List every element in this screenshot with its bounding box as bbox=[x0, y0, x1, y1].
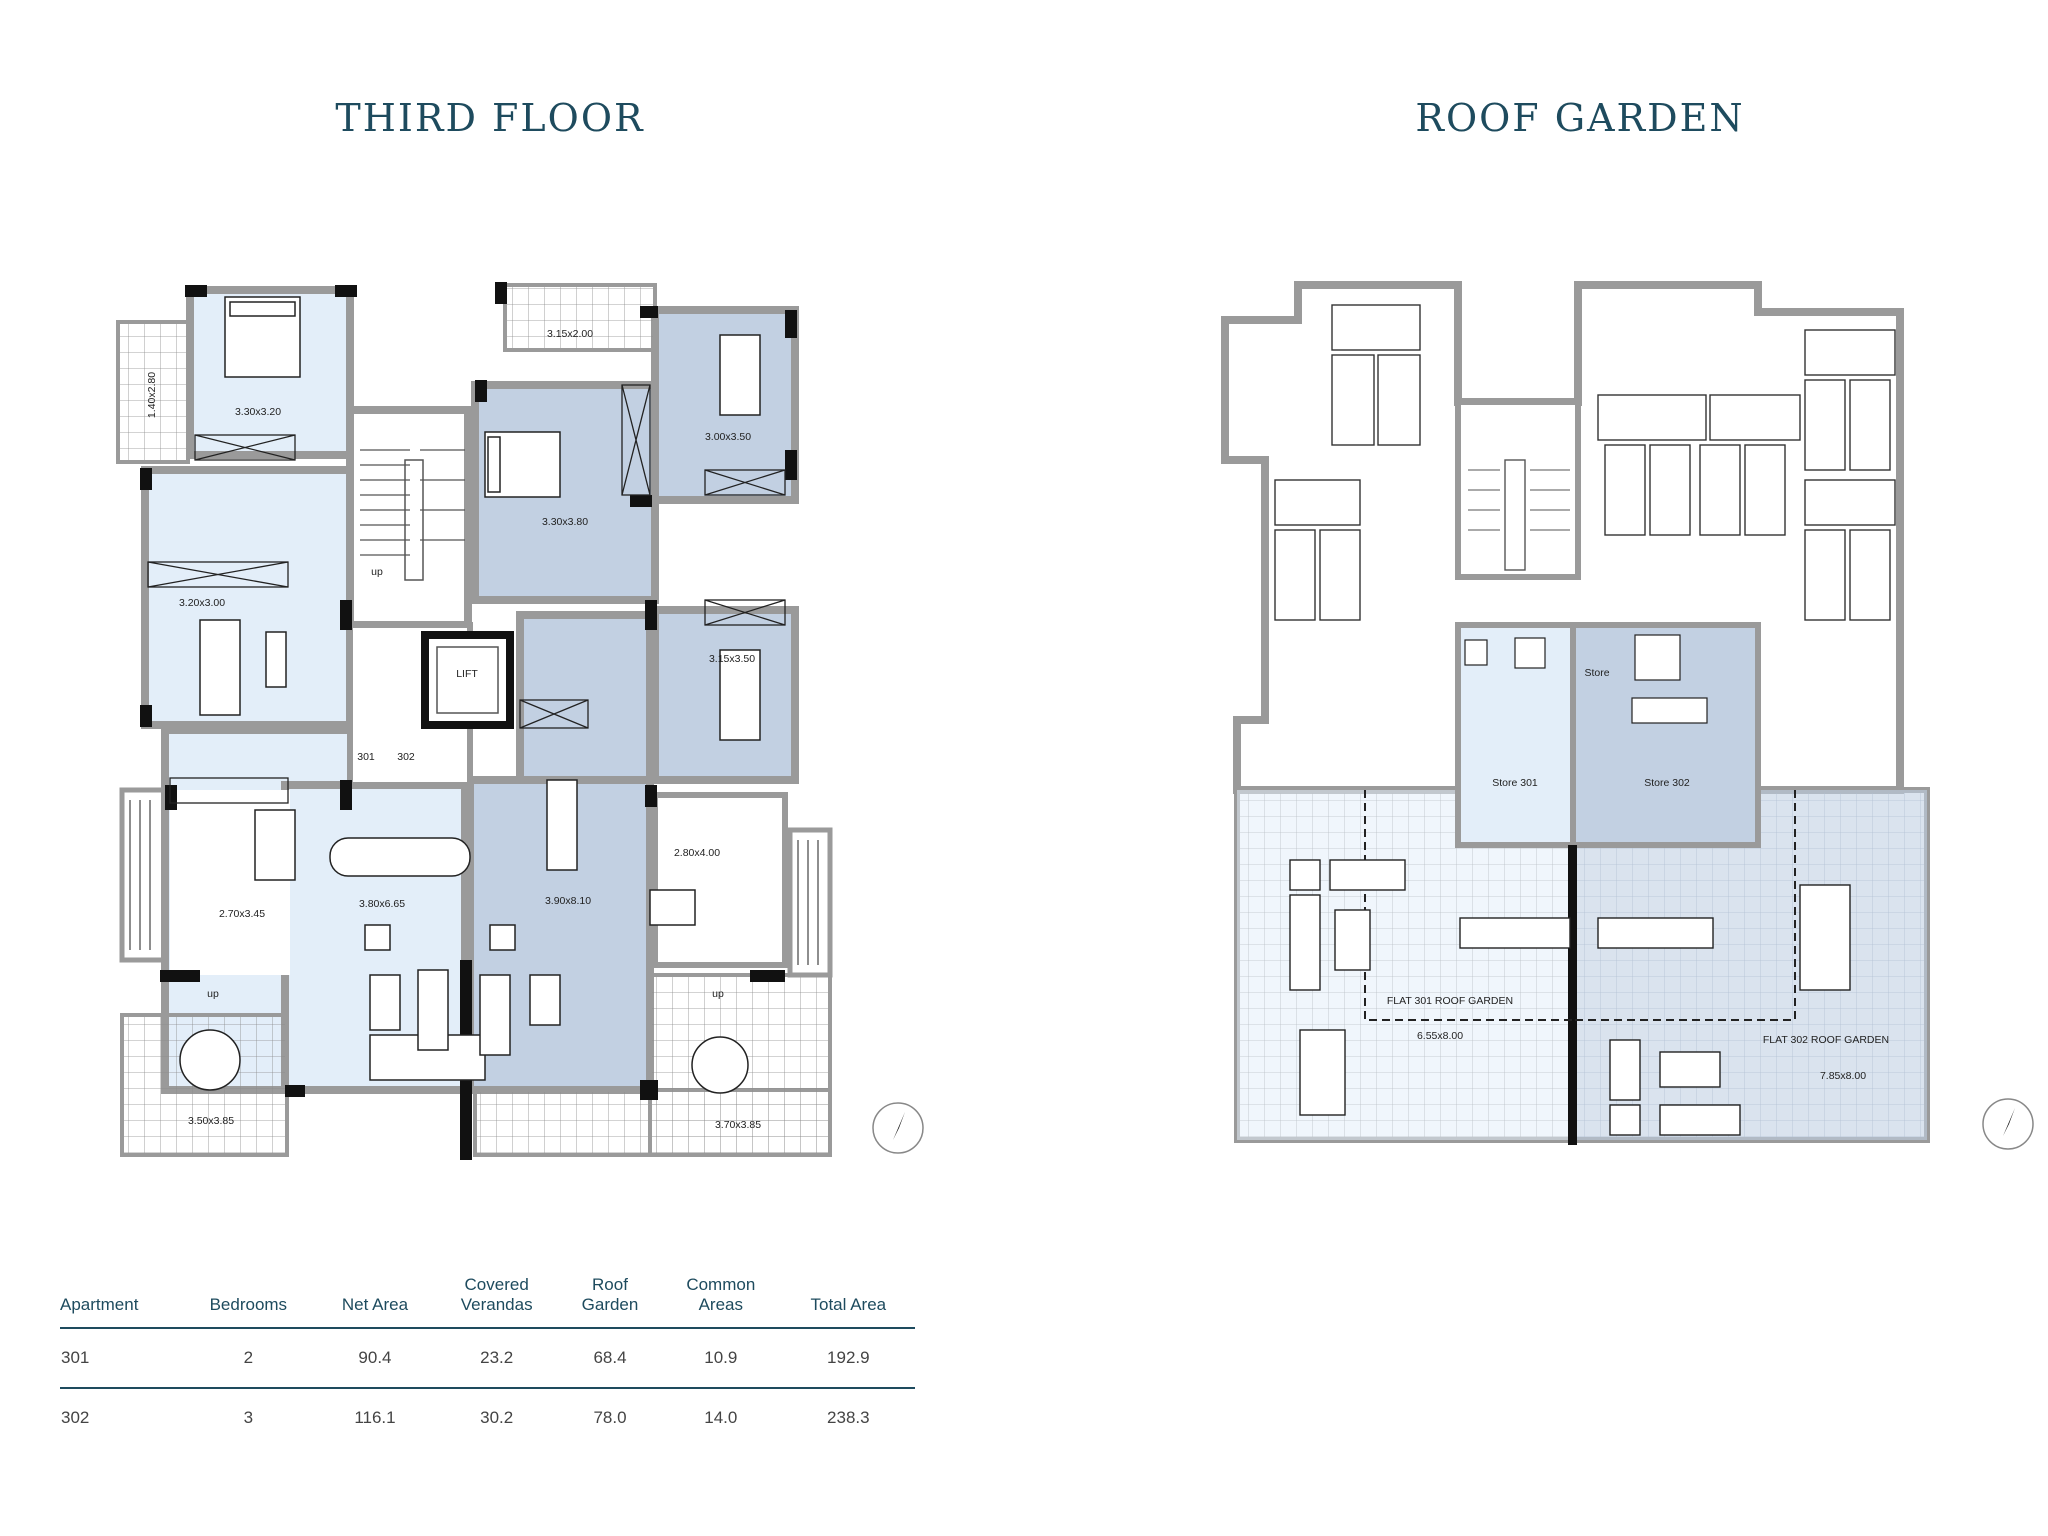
header-label: Common bbox=[686, 1275, 756, 1294]
north-arrow-icon bbox=[872, 1102, 924, 1154]
stair-up-label: up bbox=[371, 566, 383, 578]
room-label: 3.90x8.10 bbox=[545, 895, 591, 907]
kitchen-302 bbox=[652, 792, 788, 968]
store-label: Store 302 bbox=[1644, 777, 1690, 789]
store-label: Store 301 bbox=[1492, 777, 1538, 789]
header-label: Apartment bbox=[60, 1295, 139, 1314]
lift-label: LIFT bbox=[456, 668, 478, 680]
cell-covered-verandas: 23.2 bbox=[433, 1328, 560, 1389]
garden-furniture bbox=[1289, 859, 1851, 1136]
room-label: 1.40x2.80 bbox=[146, 372, 158, 418]
store-label: Store bbox=[1584, 667, 1609, 679]
header-label: Areas bbox=[698, 1295, 744, 1314]
cell-bedrooms: 3 bbox=[243, 1408, 254, 1427]
header-label: Roof bbox=[592, 1275, 628, 1294]
cell-apartment: 302 bbox=[61, 1408, 90, 1427]
roof-boundary-301 bbox=[1364, 790, 1572, 1021]
table-row: 301 2 90.4 23.2 68.4 10.9 192.9 bbox=[60, 1328, 915, 1389]
roof-garden-size: 6.55x8.00 bbox=[1417, 1030, 1463, 1042]
header-label: Covered bbox=[464, 1275, 529, 1294]
table-row: 302 3 116.1 30.2 78.0 14.0 238.3 bbox=[60, 1388, 915, 1447]
cell-roof-garden: 68.4 bbox=[560, 1328, 660, 1389]
roof-garden-labels: Store Store 301 Store 302 FLAT 301 ROOF … bbox=[1387, 667, 1889, 1082]
room-label: 2.80x4.00 bbox=[674, 847, 720, 859]
col-total-area: Total Area bbox=[781, 1275, 915, 1329]
roof-garden-label: FLAT 301 ROOF GARDEN bbox=[1387, 995, 1513, 1007]
roof-garden-title: ROOF GARDEN bbox=[1415, 96, 1745, 140]
stair-up-label: up bbox=[712, 988, 724, 1000]
room-label: 3.00x3.50 bbox=[705, 431, 751, 443]
columns bbox=[140, 282, 797, 1160]
room-label: 3.30x3.80 bbox=[542, 516, 588, 528]
cell-total-area: 192.9 bbox=[781, 1328, 915, 1389]
stair-core bbox=[346, 406, 514, 788]
cell-covered-verandas: 30.2 bbox=[480, 1408, 514, 1427]
door-label-301: 301 bbox=[357, 751, 375, 763]
header-label: Verandas bbox=[460, 1295, 533, 1314]
room-label: 3.30x3.20 bbox=[235, 406, 281, 418]
header-label: Total Area bbox=[810, 1295, 887, 1314]
third-floor-title: THIRD FLOOR bbox=[335, 96, 645, 140]
roof-garden-label: FLAT 302 ROOF GARDEN bbox=[1763, 1034, 1889, 1046]
third-floor-plan bbox=[116, 282, 833, 1160]
roof-garden-plan bbox=[1221, 281, 1930, 1145]
cell-net-area: 116.1 bbox=[354, 1408, 396, 1427]
side-stairs bbox=[119, 787, 833, 978]
header-label: Bedrooms bbox=[209, 1295, 288, 1314]
col-net-area: Net Area bbox=[316, 1275, 434, 1329]
kitchen-counters bbox=[147, 384, 786, 804]
stair-up-label: up bbox=[207, 988, 219, 1000]
solar-panels bbox=[1274, 304, 1896, 621]
col-apartment: Apartment bbox=[60, 1275, 180, 1329]
room-label: 3.20x3.00 bbox=[179, 597, 225, 609]
room-label: 3.50x3.85 bbox=[188, 1115, 234, 1127]
header-label: Garden bbox=[581, 1295, 639, 1314]
room-label: 3.70x3.85 bbox=[715, 1119, 761, 1131]
cell-roof-garden: 78.0 bbox=[593, 1408, 627, 1427]
third-floor-labels: 1.40x2.80 3.30x3.20 3.20x3.00 3.15x2.00 … bbox=[146, 328, 761, 1131]
cell-total-area: 238.3 bbox=[827, 1408, 870, 1427]
room-label: 3.80x6.65 bbox=[359, 898, 405, 910]
door-label-302: 302 bbox=[397, 751, 415, 763]
room-label: 3.15x2.00 bbox=[547, 328, 593, 340]
store-fixtures bbox=[1464, 634, 1708, 724]
header-label: Net Area bbox=[341, 1295, 409, 1314]
furniture bbox=[179, 296, 761, 1094]
lift-shaft bbox=[421, 631, 514, 729]
cell-common-areas: 10.9 bbox=[660, 1328, 782, 1389]
cell-apartment: 301 bbox=[60, 1328, 180, 1389]
room-label: 3.15x3.50 bbox=[709, 653, 755, 665]
roof-boundary-302 bbox=[1572, 790, 1796, 1021]
cell-common-areas: 14.0 bbox=[704, 1408, 738, 1427]
north-arrow-icon bbox=[1982, 1098, 2034, 1150]
cell-bedrooms: 2 bbox=[180, 1328, 317, 1389]
cell-net-area: 90.4 bbox=[316, 1328, 434, 1389]
roof-garden-size: 7.85x8.00 bbox=[1820, 1070, 1866, 1082]
room-label: 2.70x3.45 bbox=[219, 908, 265, 920]
col-bedrooms: Bedrooms bbox=[180, 1275, 317, 1329]
